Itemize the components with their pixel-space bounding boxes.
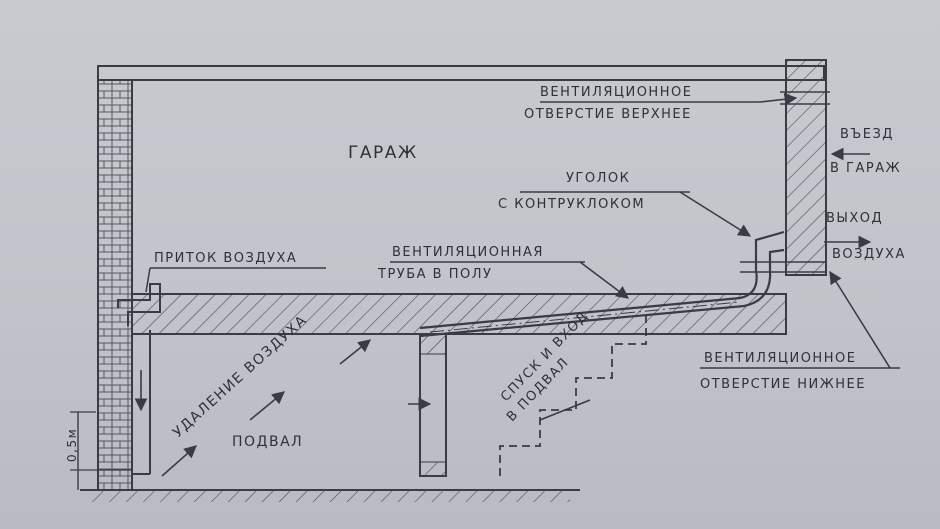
- air-intake-label: ПРИТОК ВОЗДУХА: [154, 251, 297, 266]
- ground-line: [80, 489, 580, 502]
- right-hatched-wall: [780, 59, 830, 276]
- entry-label-line2: В ГАРАЖ: [830, 161, 901, 176]
- floor-vent-pipe: [419, 230, 785, 338]
- basement-label: ПОДВАЛ: [232, 434, 303, 450]
- basement-column: [419, 333, 447, 477]
- height-dimension: [70, 411, 132, 490]
- floor-pipe-label-line2: ТРУБА В ПОЛУ: [377, 267, 492, 282]
- lower-vent-label-line1: ВЕНТИЛЯЦИОННОЕ: [704, 351, 856, 366]
- left-brick-wall: [97, 79, 133, 491]
- label-underlines: [145, 101, 900, 369]
- upper-vent-label-line1: ВЕНТИЛЯЦИОННОЕ: [540, 85, 692, 100]
- upper-vent-label-line2: ОТВЕРСТИЕ ВЕРХНЕЕ: [524, 107, 692, 122]
- height-mark-label: 0,5м: [65, 428, 79, 462]
- garage-label: ГАРАЖ: [348, 143, 418, 163]
- entry-label-line1: ВЪЕЗД: [840, 127, 894, 142]
- air-intake-pipe: [117, 283, 161, 475]
- roof-slab: [97, 65, 825, 81]
- angle-label-line1: УГОЛОК: [566, 171, 630, 186]
- angle-label-line2: С КОНТРУКЛОКОМ: [498, 197, 645, 212]
- garage-floor-slab: [131, 261, 826, 335]
- leader-arrows: [161, 92, 891, 477]
- floor-pipe-label-line1: ВЕНТИЛЯЦИОННАЯ: [392, 245, 544, 260]
- basement-stairs: [499, 312, 647, 476]
- exit-label-line1: ВЫХОД: [826, 211, 883, 226]
- lower-vent-label-line2: ОТВЕРСТИЕ НИЖНЕЕ: [700, 377, 866, 392]
- exit-label-line2: ВОЗДУХА: [832, 247, 906, 262]
